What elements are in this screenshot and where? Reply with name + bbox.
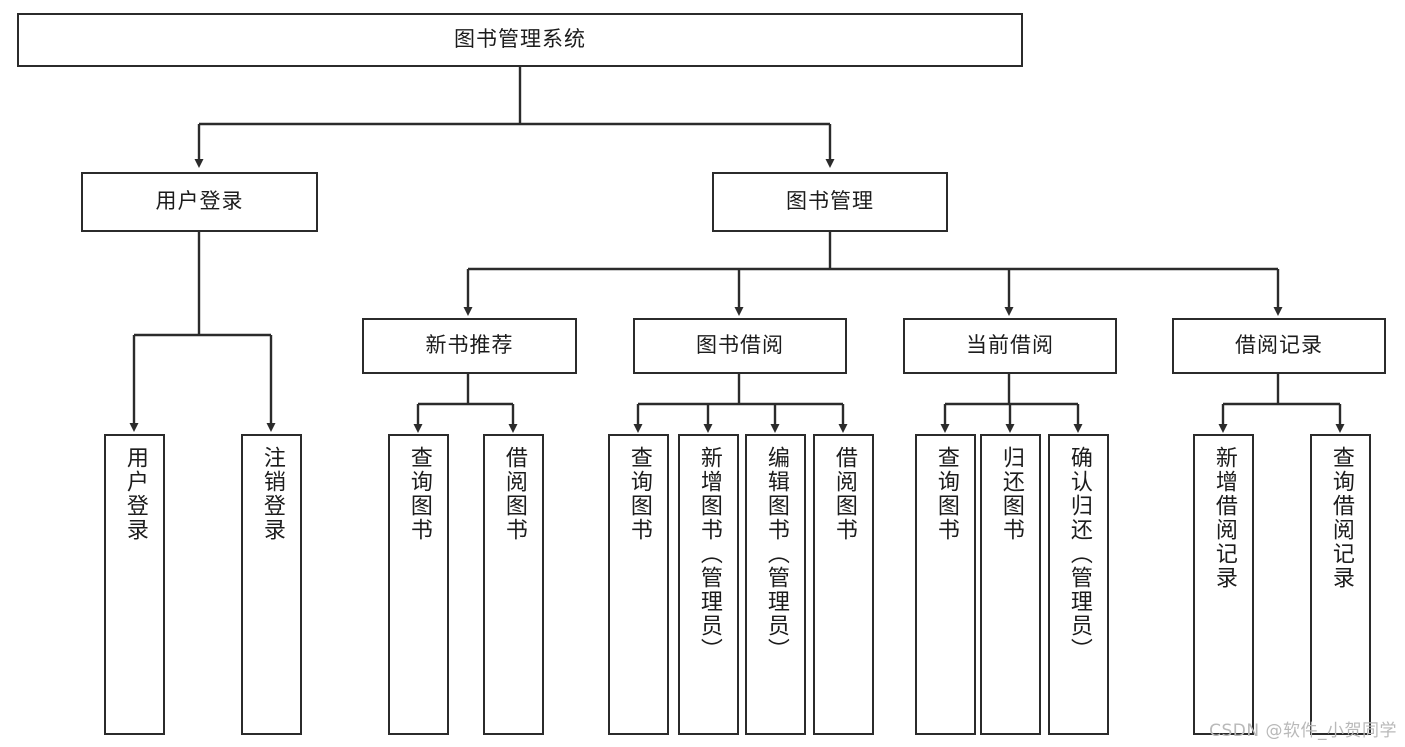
node-leaf-edit-book-admin[interactable]: 编辑图书（管理员） (745, 434, 806, 735)
node-leaf-logout[interactable]: 注销登录 (241, 434, 302, 735)
node-current-borrow[interactable]: 当前借阅 (903, 318, 1117, 374)
node-book-management-label: 图书管理 (786, 189, 874, 214)
node-leaf-add-borrow-record[interactable]: 新增借阅记录 (1193, 434, 1254, 735)
node-new-book-recommend-label: 新书推荐 (425, 333, 514, 358)
node-leaf-add-book-admin[interactable]: 新增图书（管理员） (678, 434, 739, 735)
node-leaf-query-borrow-record[interactable]: 查询借阅记录 (1310, 434, 1371, 735)
node-user-login-label: 用户登录 (155, 189, 244, 214)
node-leaf-new-book-query-label: 查询图书 (406, 446, 432, 542)
node-leaf-new-book-query[interactable]: 查询图书 (388, 434, 449, 735)
node-root-system[interactable]: 图书管理系统 (17, 13, 1023, 67)
node-leaf-current-query-book[interactable]: 查询图书 (915, 434, 976, 735)
node-leaf-confirm-return-admin[interactable]: 确认归还（管理员） (1048, 434, 1109, 735)
node-leaf-add-borrow-record-label: 新增借阅记录 (1211, 446, 1237, 590)
node-leaf-borrow-query-book[interactable]: 查询图书 (608, 434, 669, 735)
node-leaf-user-login-label: 用户登录 (122, 446, 148, 542)
node-leaf-logout-label: 注销登录 (259, 446, 285, 542)
node-leaf-new-book-borrow-label: 借阅图书 (501, 446, 527, 542)
node-leaf-return-book[interactable]: 归还图书 (980, 434, 1041, 735)
node-leaf-edit-book-admin-label: 编辑图书（管理员） (763, 446, 789, 662)
node-leaf-borrow-book-label: 借阅图书 (831, 446, 857, 542)
node-leaf-user-login[interactable]: 用户登录 (104, 434, 165, 735)
node-book-borrow[interactable]: 图书借阅 (633, 318, 847, 374)
node-leaf-add-book-admin-label: 新增图书（管理员） (696, 446, 722, 662)
watermark-text: CSDN @软件_小贺同学 (1209, 721, 1397, 741)
node-new-book-recommend[interactable]: 新书推荐 (362, 318, 577, 374)
node-book-borrow-label: 图书借阅 (696, 333, 784, 358)
node-leaf-query-borrow-record-label: 查询借阅记录 (1328, 446, 1354, 590)
node-borrow-record[interactable]: 借阅记录 (1172, 318, 1386, 374)
node-leaf-borrow-book[interactable]: 借阅图书 (813, 434, 874, 735)
node-user-login[interactable]: 用户登录 (81, 172, 318, 232)
node-root-system-label: 图书管理系统 (454, 27, 586, 52)
node-current-borrow-label: 当前借阅 (966, 333, 1054, 358)
node-leaf-current-query-book-label: 查询图书 (933, 446, 959, 542)
node-leaf-return-book-label: 归还图书 (998, 446, 1024, 542)
node-leaf-new-book-borrow[interactable]: 借阅图书 (483, 434, 544, 735)
node-borrow-record-label: 借阅记录 (1235, 333, 1323, 358)
node-book-management[interactable]: 图书管理 (712, 172, 948, 232)
node-leaf-confirm-return-admin-label: 确认归还（管理员） (1066, 446, 1092, 662)
node-leaf-borrow-query-book-label: 查询图书 (626, 446, 652, 542)
